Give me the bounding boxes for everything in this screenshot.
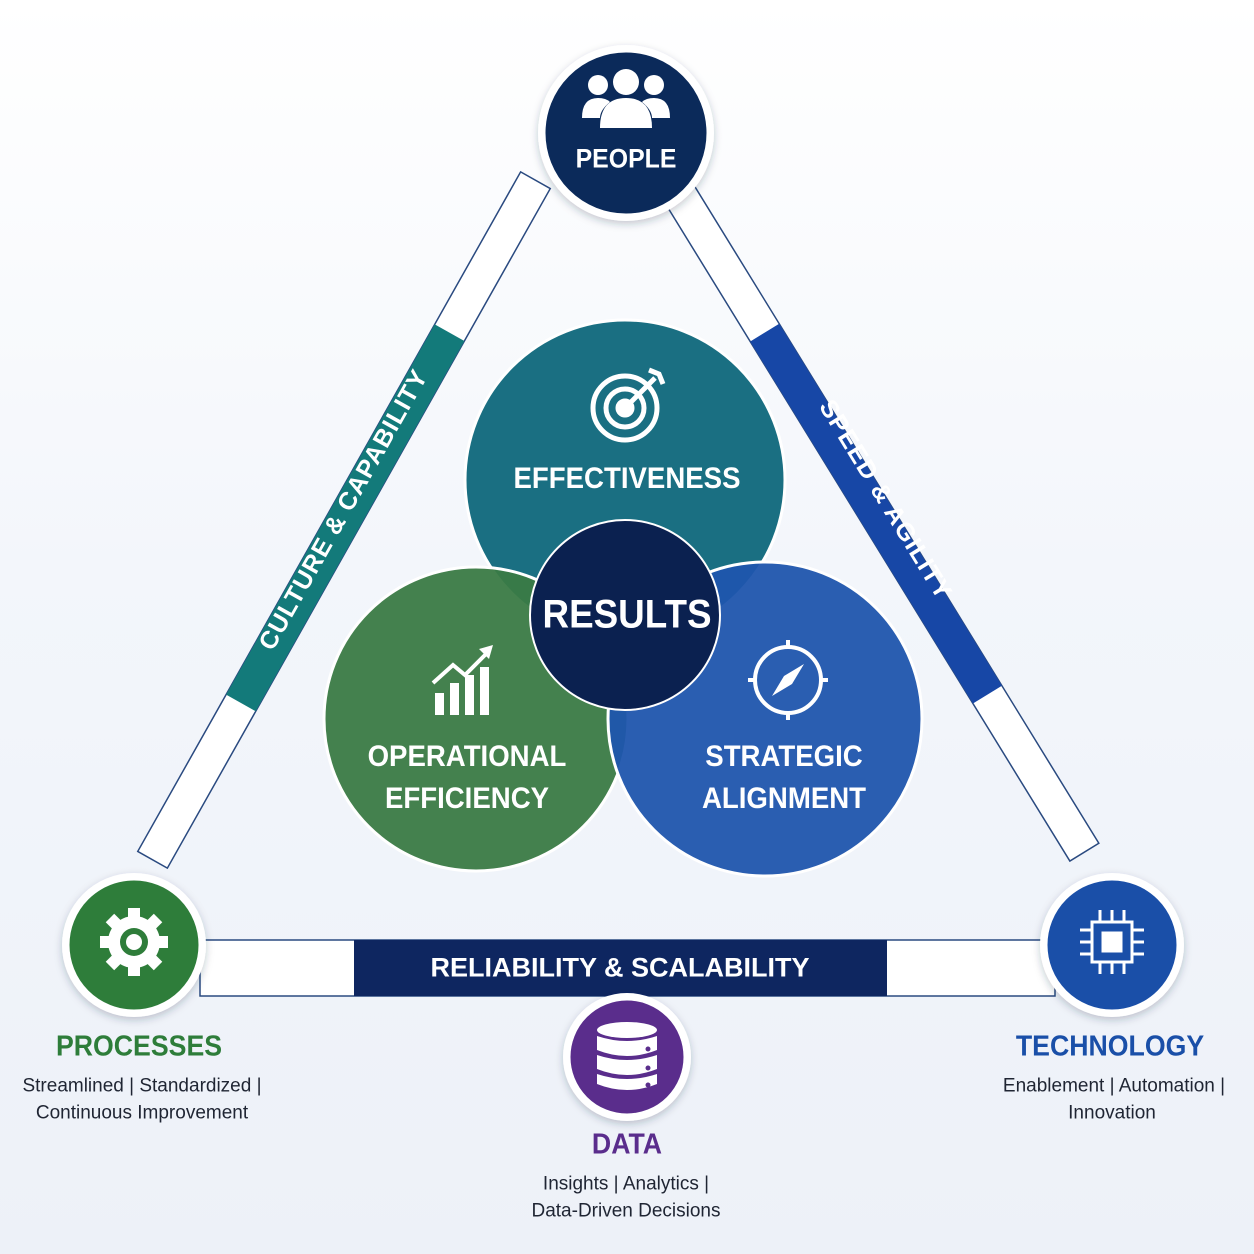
speed-agility-band xyxy=(750,323,1002,704)
technology-title: TECHNOLOGY xyxy=(1015,1030,1205,1063)
data-node xyxy=(563,993,691,1121)
bottom-edge-band xyxy=(199,939,1056,997)
people-node xyxy=(538,45,714,221)
processes-subtitle-line1: Streamlined | Standardized | xyxy=(22,1075,262,1097)
culture-capability-band xyxy=(226,324,465,712)
effectiveness-label: EFFECTIVENESS xyxy=(513,462,741,495)
processes-subtitle-line2: Continuous Improvement xyxy=(35,1102,249,1124)
database-icon xyxy=(597,1022,657,1090)
results-label: RESULTS xyxy=(542,592,712,637)
technology-node xyxy=(1040,873,1184,1017)
strategic-label-line1: STRATEGIC xyxy=(705,740,863,773)
gear-icon xyxy=(100,908,168,976)
efficiency-label-line2: EFFICIENCY xyxy=(384,782,550,815)
processes-node xyxy=(62,873,206,1017)
technology-subtitle-line1: Enablement | Automation | xyxy=(1002,1075,1226,1097)
reliability-scalability-label: RELIABILITY & SCALABILITY xyxy=(430,952,810,983)
operational-label-line1: OPERATIONAL xyxy=(367,740,567,773)
results-circle xyxy=(529,519,721,711)
target-icon xyxy=(590,367,666,443)
venn-diagram xyxy=(322,318,924,878)
processes-title: PROCESSES xyxy=(55,1030,223,1063)
people-title: PEOPLE xyxy=(575,143,677,174)
data-subtitle-line2: Data-Driven Decisions xyxy=(531,1200,721,1222)
alignment-label-line2: ALIGNMENT xyxy=(701,782,867,815)
people-group-icon xyxy=(582,69,670,128)
compass-icon xyxy=(748,640,828,720)
left-edge-band xyxy=(136,170,552,870)
data-subtitle-line1: Insights | Analytics | xyxy=(542,1173,710,1195)
chip-icon xyxy=(1080,910,1144,974)
growth-chart-icon xyxy=(431,645,493,715)
reliability-scalability-band xyxy=(354,940,887,996)
data-title: DATA xyxy=(591,1128,663,1161)
technology-subtitle-line2: Innovation xyxy=(1068,1102,1156,1124)
